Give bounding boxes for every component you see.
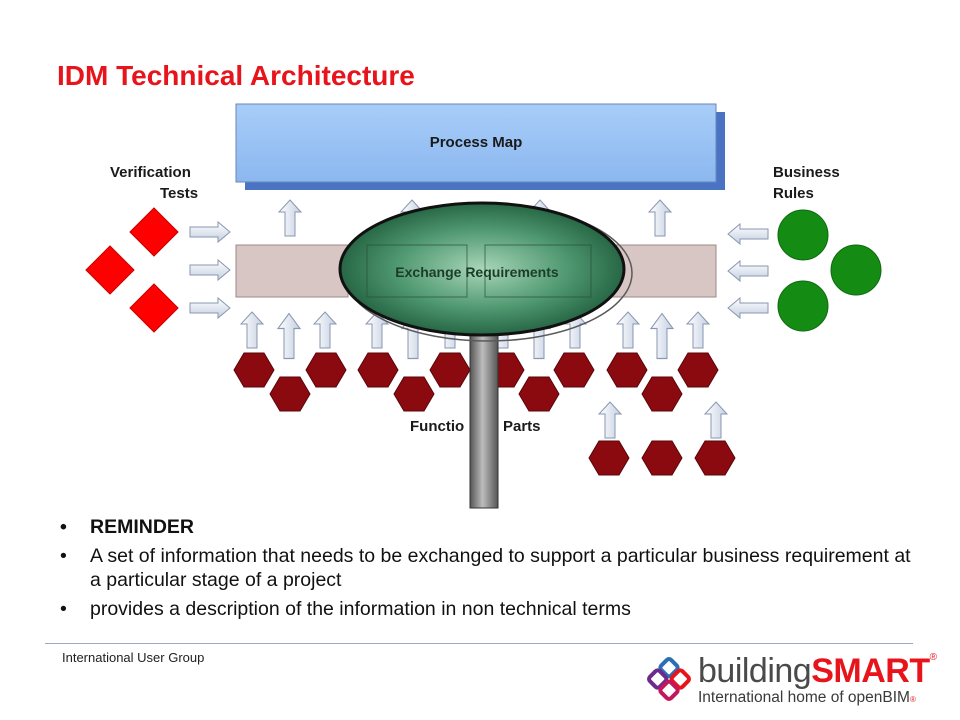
functional-part-hexagon bbox=[588, 440, 630, 476]
verification-tests-label-line2: Tests bbox=[160, 185, 198, 202]
buildingsmart-logo-icon bbox=[647, 657, 691, 701]
idm-architecture-diagram: Process Map Verification Tests Business … bbox=[85, 103, 882, 509]
business-rules-label-line2: Rules bbox=[773, 185, 814, 202]
business-rules-label-line1: Business bbox=[773, 164, 840, 181]
functional-parts-label-right: Parts bbox=[503, 418, 541, 435]
functional-part-hexagon bbox=[269, 376, 311, 412]
exchange-pole bbox=[469, 329, 499, 509]
bullet-list: REMINDER A set of information that needs… bbox=[58, 515, 918, 626]
verification-tests-label-line1: Verification bbox=[110, 164, 191, 181]
functional-part-hexagon bbox=[518, 376, 560, 412]
functional-part-hexagon bbox=[553, 352, 595, 388]
functional-part-hexagon bbox=[677, 352, 719, 388]
buildingsmart-tagline: International home of openBIM® bbox=[698, 689, 916, 707]
business-rule-circle bbox=[830, 244, 882, 296]
functional-part-hexagon bbox=[393, 376, 435, 412]
bullet-item: A set of information that needs to be ex… bbox=[58, 544, 918, 592]
process-map-box: Process Map bbox=[235, 103, 725, 190]
business-rule-circle bbox=[777, 280, 829, 332]
functional-part-hexagon bbox=[429, 352, 471, 388]
functional-part-hexagon bbox=[641, 440, 683, 476]
functional-part-hexagon bbox=[233, 352, 275, 388]
business-rule-arrows bbox=[727, 223, 769, 319]
verification-test-shapes bbox=[85, 207, 179, 333]
functional-part-hexagon bbox=[641, 376, 683, 412]
business-rule-circle bbox=[777, 209, 829, 261]
tagline-text: International home of openBIM bbox=[698, 689, 910, 706]
footer-text: International User Group bbox=[62, 650, 205, 665]
footer-divider bbox=[45, 643, 913, 644]
buildingsmart-wordmark: buildingSMART® bbox=[698, 652, 937, 691]
functional-part-hexagon bbox=[694, 440, 736, 476]
buildingsmart-logo: buildingSMART® International home of ope… bbox=[646, 652, 937, 708]
functional-part-hexagon bbox=[305, 352, 347, 388]
bullet-item: REMINDER bbox=[58, 515, 918, 539]
exchange-requirements-label: Exchange Requirements bbox=[395, 264, 559, 280]
process-map-label: Process Map bbox=[430, 134, 523, 151]
verification-diamond bbox=[129, 283, 179, 333]
verification-diamond bbox=[129, 207, 179, 257]
business-rule-shapes bbox=[777, 209, 882, 332]
brand-reg: ® bbox=[929, 652, 937, 663]
functional-parts-label-left: Functio bbox=[410, 418, 464, 435]
functional-part-hexagon bbox=[606, 352, 648, 388]
tagline-reg: ® bbox=[909, 695, 916, 704]
verification-diamond bbox=[85, 245, 135, 295]
exchange-requirements-ellipse: Exchange Requirements bbox=[338, 201, 633, 342]
brand-main: building bbox=[698, 652, 812, 690]
bullet-item: provides a description of the informatio… bbox=[58, 597, 918, 621]
slide-title: IDM Technical Architecture bbox=[57, 60, 415, 91]
brand-accent: SMART bbox=[811, 652, 930, 690]
functional-part-hexagon bbox=[357, 352, 399, 388]
verification-arrows bbox=[189, 221, 231, 319]
